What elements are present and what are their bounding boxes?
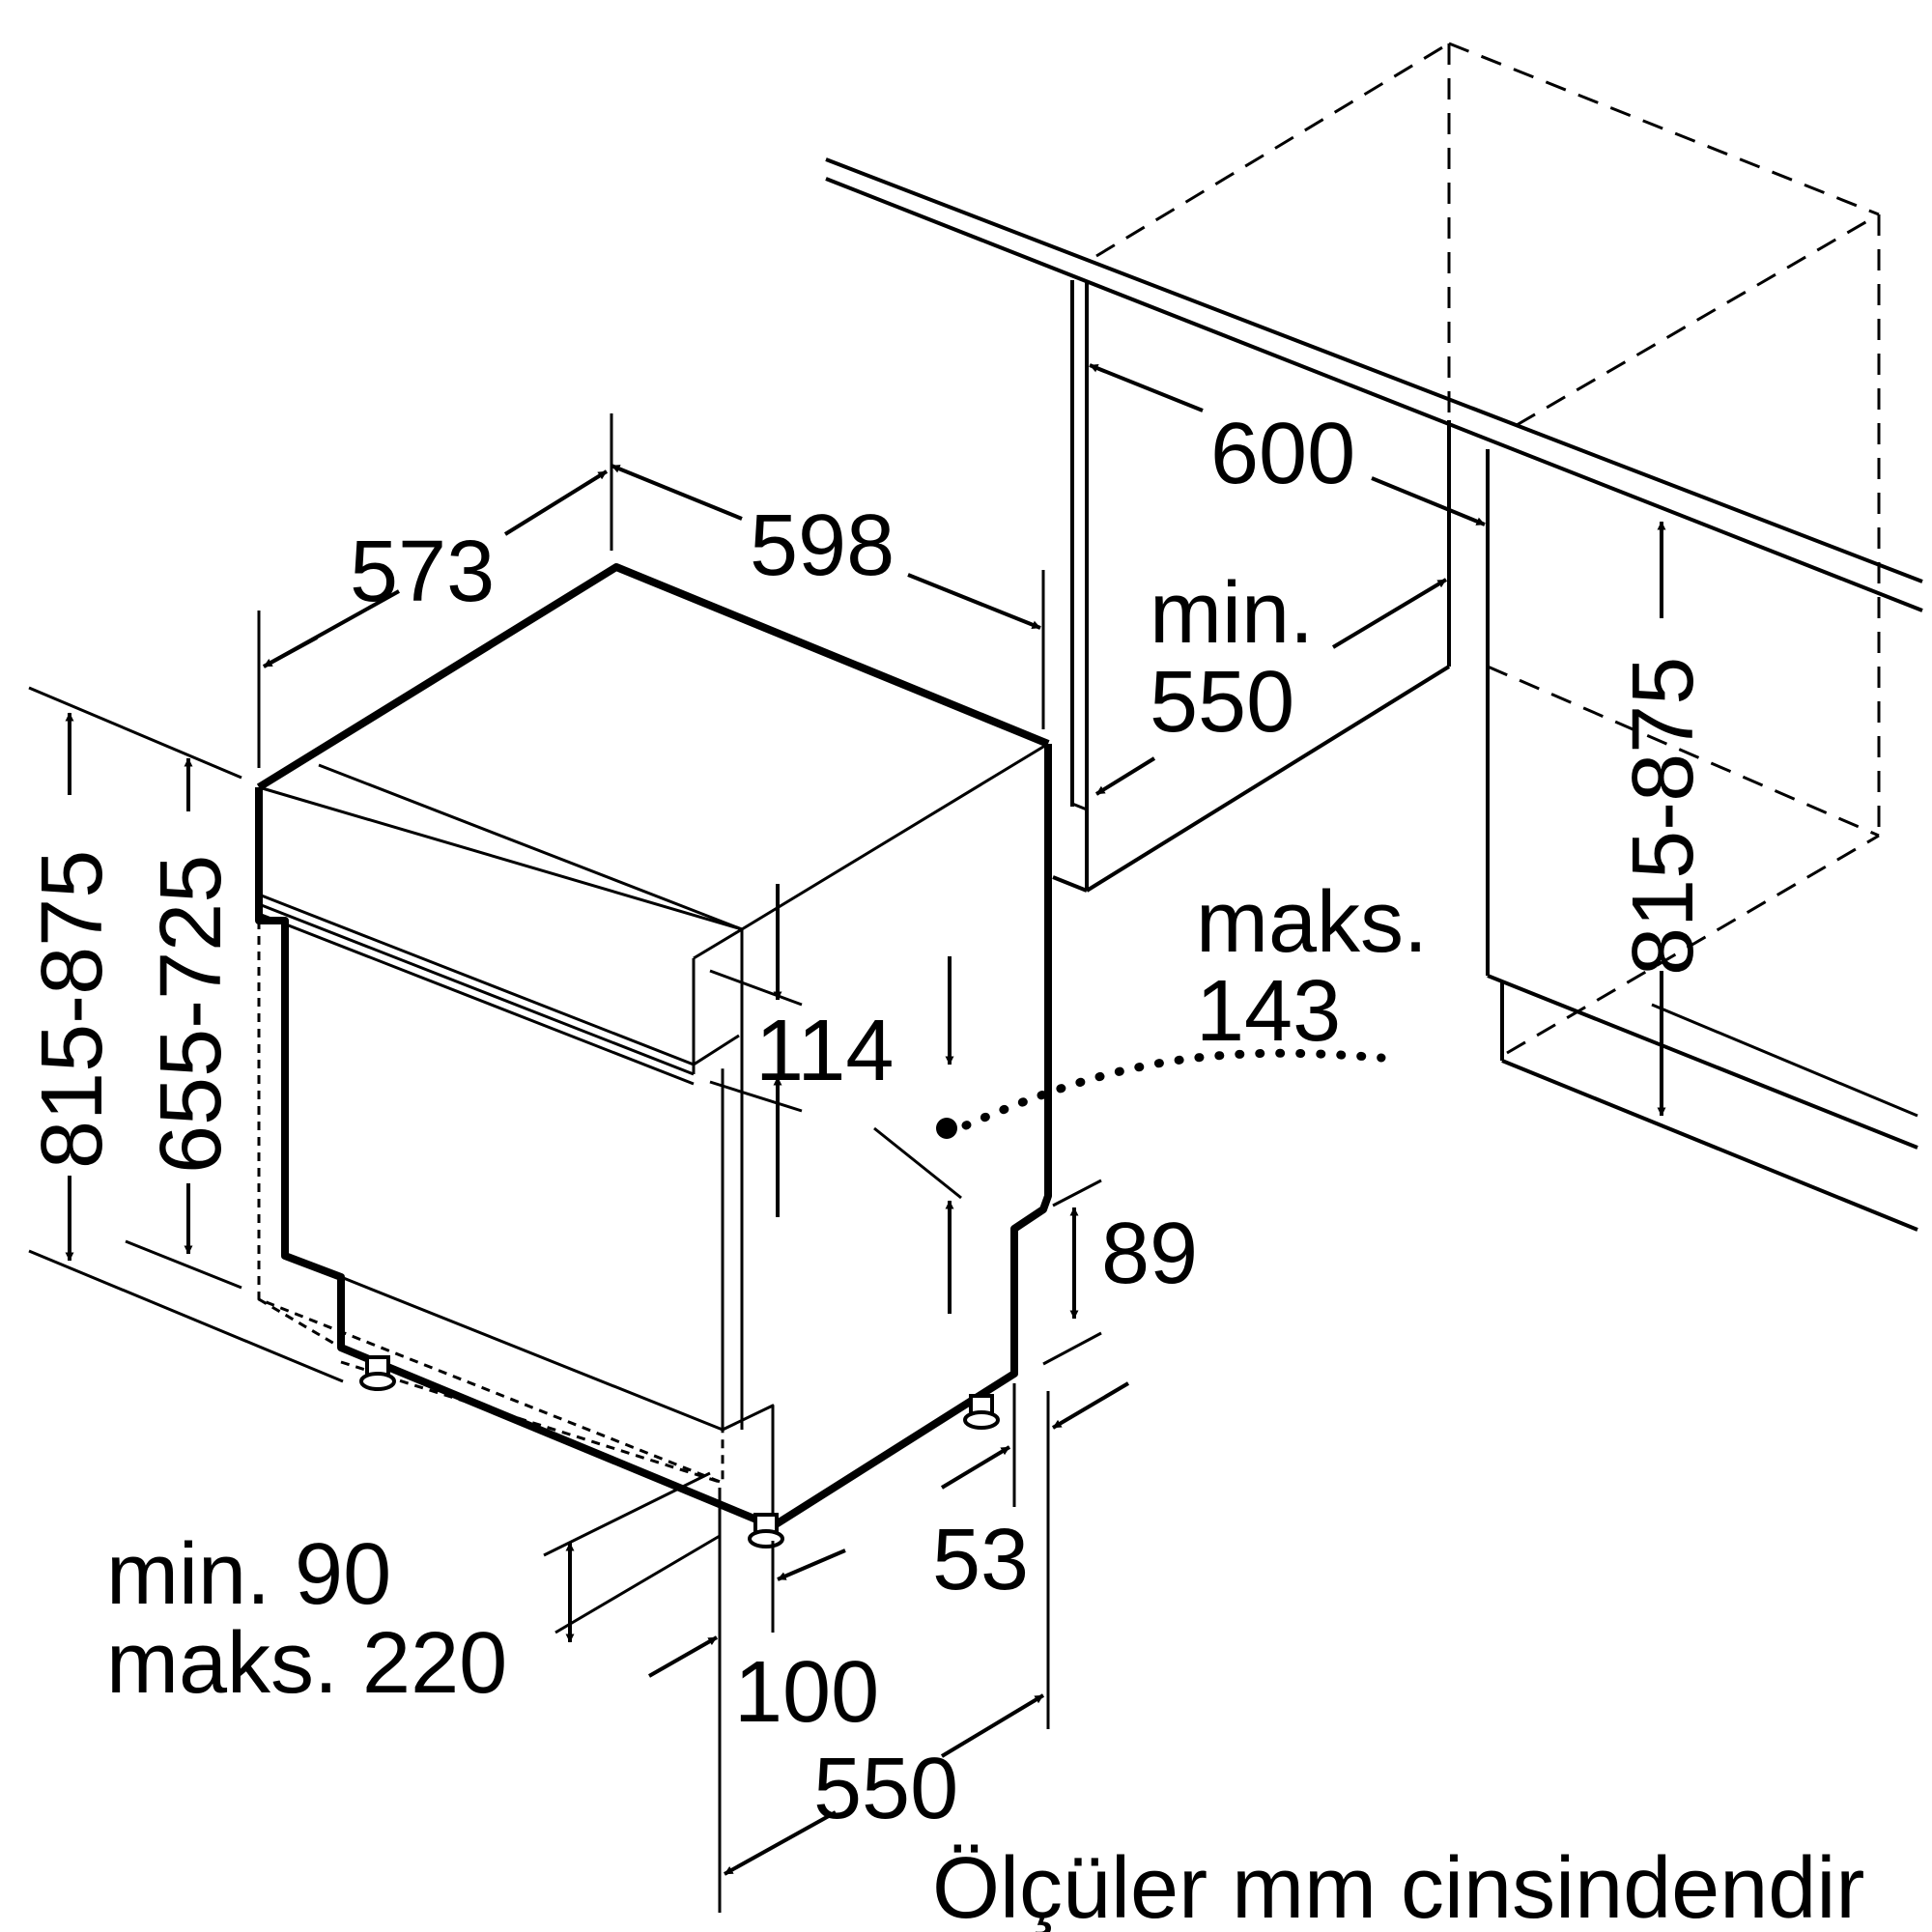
kitchen-niche xyxy=(825,42,1923,1232)
foot-offset-label: 53 xyxy=(932,1512,1029,1608)
panel-height-label: 114 xyxy=(755,1003,894,1099)
max-offset-label: maks.143 xyxy=(1196,874,1428,1060)
label-line: min. xyxy=(1150,565,1314,662)
height-left-label: 815-875 xyxy=(24,850,121,1169)
dishwasher-feet xyxy=(359,1355,1000,1548)
dimension-arrows xyxy=(65,363,1666,1876)
units-note: Ölçüler mm cinsindendir xyxy=(932,1840,1864,1932)
niche-walls xyxy=(1052,280,1918,1232)
plinth-recess-label: 100 xyxy=(734,1644,879,1741)
control-panel-front xyxy=(258,893,695,1066)
label-line: min. 90 xyxy=(106,1526,391,1623)
front-outline xyxy=(255,744,1052,1530)
width-label: 598 xyxy=(750,497,895,594)
label-line: 143 xyxy=(1196,963,1341,1060)
control-panel-top xyxy=(258,742,1049,931)
niche-height-label: 815-875 xyxy=(1615,657,1712,976)
label-line: maks. xyxy=(1196,874,1428,971)
base-height-label: 89 xyxy=(1101,1206,1198,1302)
niche-depth-label: min.550 xyxy=(1150,565,1314,751)
extension-lines xyxy=(28,413,1918,1913)
dishwasher-body xyxy=(255,563,1052,1530)
label-line: 550 xyxy=(1150,654,1294,751)
niche-width-label: 600 xyxy=(1210,406,1355,502)
height-inner-label: 655-725 xyxy=(143,855,240,1174)
countertop xyxy=(825,157,1923,612)
niche-hidden-outline xyxy=(1095,42,1881,1055)
door-hidden-outline xyxy=(257,921,724,1485)
depth-top-label: 573 xyxy=(350,524,495,620)
label-line: maks. 220 xyxy=(106,1615,507,1712)
top-outline xyxy=(256,563,1050,791)
door-swing-dotted-line xyxy=(936,1048,1386,1139)
depth-bottom-label: 550 xyxy=(813,1741,958,1837)
